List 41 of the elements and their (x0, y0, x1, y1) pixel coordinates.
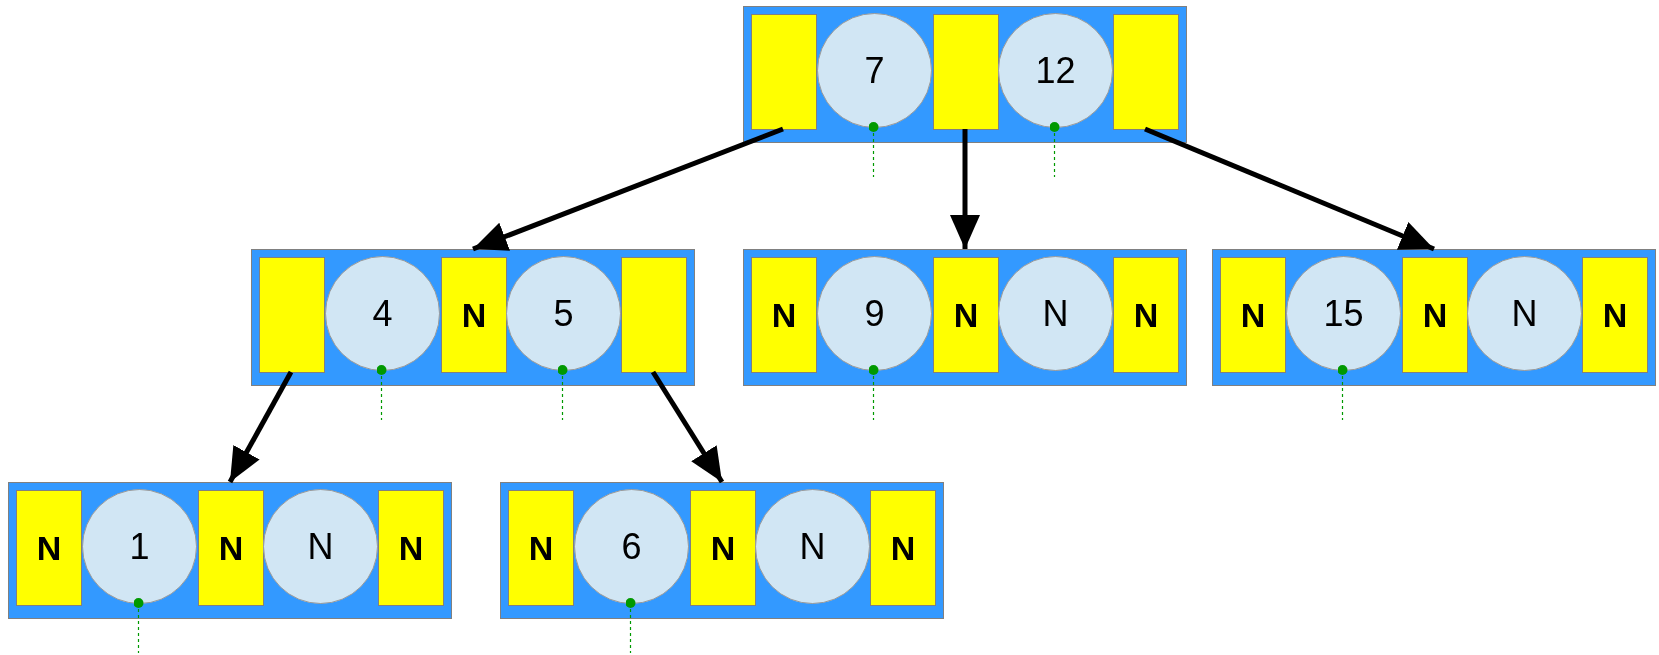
pointer-slot: N (441, 257, 507, 373)
pointer-slot (751, 14, 817, 130)
pointer-slot: N (508, 490, 574, 606)
node-box (500, 482, 944, 619)
pointer-slot: N (690, 490, 756, 606)
arrow (227, 370, 294, 484)
pointer-slot: N (933, 257, 999, 373)
pointer-slot: N (1113, 257, 1179, 373)
key-circle: 4 (325, 256, 440, 371)
arrow (650, 370, 725, 484)
key-circle: 9 (817, 256, 932, 371)
pointer-slot: N (16, 490, 82, 606)
pointer-slot: N (751, 257, 817, 373)
node-box (743, 6, 1187, 143)
key-circle: 7 (817, 13, 932, 128)
pointer-slot: N (378, 490, 444, 606)
key-circle: 1 (82, 489, 197, 604)
key-circle: N (755, 489, 870, 604)
key-circle: 15 (1286, 256, 1401, 371)
pointer-slot: N (1220, 257, 1286, 373)
arrow (472, 126, 784, 252)
key-circle: 12 (998, 13, 1113, 128)
key-circle: N (263, 489, 378, 604)
pointer-slot (621, 257, 687, 373)
key-circle: 6 (574, 489, 689, 604)
node-box (8, 482, 452, 619)
pointer-slot: N (870, 490, 936, 606)
pointer-slot: N (1402, 257, 1468, 373)
key-circle: N (1467, 256, 1582, 371)
key-circle: N (998, 256, 1113, 371)
arrow (1144, 126, 1435, 252)
node-box (251, 249, 695, 386)
pointer-slot (1113, 14, 1179, 130)
arrow (950, 129, 980, 249)
pointer-slot (259, 257, 325, 373)
pointer-slot: N (198, 490, 264, 606)
node-box (1212, 249, 1656, 386)
node-box (743, 249, 1187, 386)
pointer-slot: N (1582, 257, 1648, 373)
key-circle: 5 (506, 256, 621, 371)
pointer-slot (933, 14, 999, 130)
